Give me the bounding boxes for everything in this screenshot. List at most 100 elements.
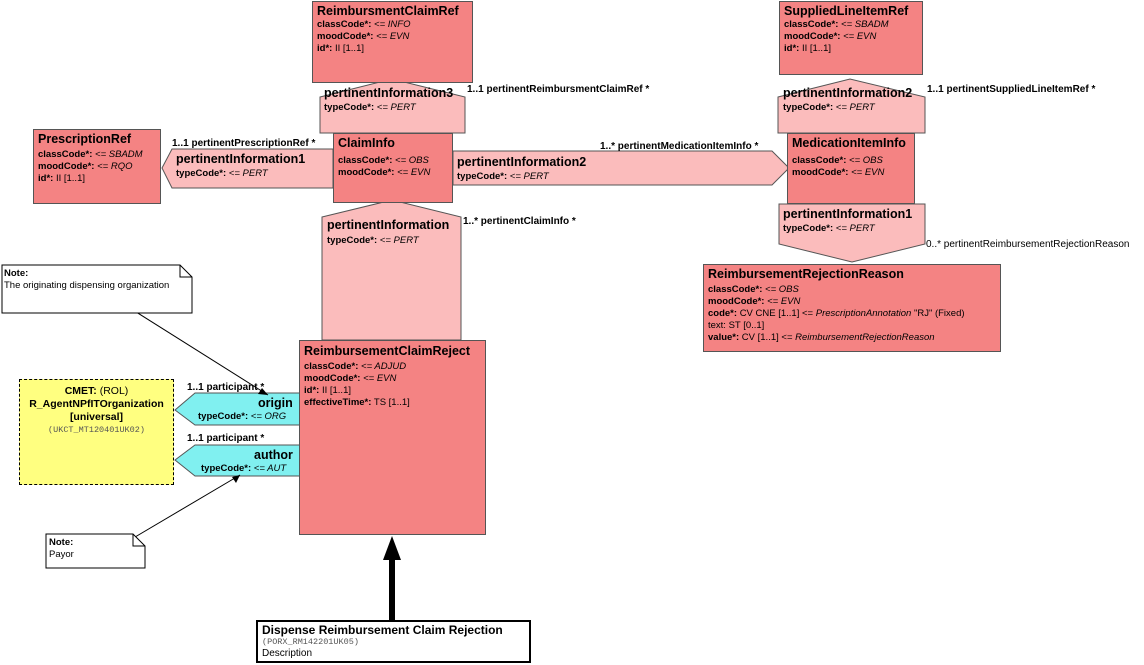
note-anchor-arrow-origin	[258, 388, 268, 395]
attr-value: <= INFO	[374, 19, 411, 30]
role-label-author-participant: 1..1 participant *	[187, 433, 265, 444]
entry-title: Dispense Reimbursement Claim Rejection	[262, 623, 503, 637]
note-anchor-line-origin	[124, 304, 269, 396]
attr-value: ST [0..1]	[728, 320, 765, 331]
attr-value-fixed: "RJ" (Fixed)	[913, 308, 965, 319]
attr-label: classCode*:	[304, 361, 359, 372]
attr-value: <= ADJUD	[361, 361, 407, 372]
participation-typecode-author: typeCode*: <= AUT	[201, 463, 286, 475]
assoc-title-pi2-supplied[interactable]: pertinentInformation2	[783, 86, 913, 100]
role-label-pertinent-supplied-line-item-ref: 1..1 pertinentSuppliedLineItemRef *	[927, 84, 1096, 95]
attr-value: CV [1..1] <=	[741, 332, 793, 343]
assoc-title-pi2-medication[interactable]: pertinentInformation2	[457, 155, 587, 169]
role-label-pertinent-medication-item-info: 1..* pertinentMedicationItemInfo *	[600, 141, 759, 152]
attr-label: classCode*:	[708, 284, 763, 295]
participation-title-author[interactable]: author	[254, 448, 293, 462]
role-label-origin-participant: 1..1 participant *	[187, 382, 265, 393]
attr-label: classCode*:	[784, 19, 839, 30]
attr-label: id*:	[38, 173, 54, 184]
attr-value: <= EVN	[397, 167, 431, 178]
class-claim-info[interactable]: ClaimInfo classCode*: <= OBS moodCode*: …	[333, 133, 453, 203]
cmet-r-agent-npfit-organization[interactable]: CMET: (ROL) R_AgentNPfITOrganization [un…	[19, 379, 174, 485]
assoc-title-pi-claim[interactable]: pertinentInformation	[327, 218, 450, 232]
class-title: ReimbursementRejectionReason	[708, 267, 904, 281]
cmet-id: (UKCT_MT120401UK02)	[48, 425, 145, 435]
attr-value: <= ORG	[250, 411, 287, 422]
assoc-title-pi1-rejection[interactable]: pertinentInformation1	[783, 207, 913, 221]
attr-value: <= SBADM	[841, 19, 889, 30]
class-prescription-ref[interactable]: PrescriptionRef classCode*: <= SBADM moo…	[33, 129, 161, 204]
attr-value: <= EVN	[767, 296, 801, 307]
attr-label: typeCode*:	[176, 168, 227, 179]
attr-label: typeCode*:	[198, 411, 249, 422]
role-label-pertinent-claim-info: 1..* pertinentClaimInfo *	[463, 216, 576, 227]
attr-value: <= SBADM	[95, 149, 143, 160]
entry-description: Description	[262, 648, 313, 659]
attr-value: <= EVN	[363, 373, 397, 384]
attr-value: <= RQO	[97, 161, 133, 172]
class-title: ClaimInfo	[338, 136, 395, 150]
attr-label: classCode*:	[317, 19, 372, 30]
assoc-typecode-pi1-rejection: typeCode*: <= PERT	[783, 223, 875, 235]
class-reimbursement-claim-reject[interactable]: ReimbursementClaimReject classCode*: <= …	[299, 340, 486, 535]
attr-label: typeCode*:	[783, 102, 834, 113]
note-payor: Note: Payor	[49, 537, 74, 561]
note-originating-organization: Note: The originating dispensing organiz…	[4, 268, 169, 292]
attr-label: id*:	[304, 385, 320, 396]
attr-label: classCode*:	[792, 155, 847, 166]
assoc-typecode-pi2-medication: typeCode*: <= PERT	[457, 171, 549, 183]
attr-value: <= PERT	[379, 235, 419, 246]
attr-label: typeCode*:	[324, 102, 375, 113]
assoc-title-pi1-prescription[interactable]: pertinentInformation1	[176, 152, 306, 166]
attr-value: <= PERT	[835, 223, 875, 234]
attr-label: effectiveTime*:	[304, 397, 372, 408]
assoc-title-pi3[interactable]: pertinentInformation3	[324, 86, 454, 100]
class-reimbursement-rejection-reason[interactable]: ReimbursementRejectionReason classCode*:…	[703, 264, 1001, 352]
attr-label: typeCode*:	[201, 463, 252, 474]
attr-value: II [1..1]	[334, 43, 364, 54]
class-title: SuppliedLineItemRef	[784, 4, 909, 18]
class-reimbursment-claim-ref[interactable]: ReimbursmentClaimRef classCode*: <= INFO…	[312, 1, 473, 83]
attr-label: typeCode*:	[327, 235, 378, 246]
entry-arrow-head	[383, 536, 401, 560]
attr-label: moodCode*:	[784, 31, 841, 42]
attr-label: moodCode*:	[304, 373, 361, 384]
role-label-pertinent-prescription-ref: 1..1 pertinentPrescriptionRef *	[172, 138, 316, 149]
assoc-typecode-pi2-supplied: typeCode*: <= PERT	[783, 102, 875, 114]
participation-typecode-origin: typeCode*: <= ORG	[198, 411, 286, 423]
entry-point-box[interactable]: Dispense Reimbursement Claim Rejection (…	[256, 620, 531, 663]
assoc-shape-pi2-supplied	[777, 78, 926, 134]
participation-title-origin[interactable]: origin	[258, 396, 293, 410]
class-title: PrescriptionRef	[38, 132, 132, 146]
assoc-typecode-pi1-prescription: typeCode*: <= PERT	[176, 168, 268, 180]
attr-label: moodCode*:	[338, 167, 395, 178]
cmet-name: R_AgentNPfITOrganization	[29, 398, 164, 410]
note-anchor-line-payor	[129, 474, 241, 541]
attr-label: moodCode*:	[708, 296, 765, 307]
note-shape-originating	[1, 264, 193, 314]
cmet-prefix: CMET:	[64, 385, 97, 397]
attr-value: <= OBS	[849, 155, 883, 166]
attr-value: <= AUT	[253, 463, 287, 474]
note-shape-payor	[45, 533, 146, 569]
assoc-shape-pi1-rejection	[778, 203, 926, 263]
note-title: Note:	[4, 268, 29, 279]
entry-id: (PORX_RM142201UK05)	[262, 637, 359, 647]
attr-label: typeCode*:	[457, 171, 508, 182]
attr-value: <= OBS	[395, 155, 429, 166]
attr-label: classCode*:	[38, 149, 93, 160]
class-medication-item-info[interactable]: MedicationItemInfo classCode*: <= OBS mo…	[787, 133, 915, 204]
attr-value-domain: ReimbursementRejectionReason	[795, 332, 935, 343]
attr-label: moodCode*:	[317, 31, 374, 42]
class-title: ReimbursementClaimReject	[304, 344, 471, 358]
attr-value: <= PERT	[376, 102, 416, 113]
attr-label: classCode*:	[338, 155, 393, 166]
note-anchor-arrow-payor	[232, 475, 240, 483]
attr-value: <= EVN	[376, 31, 410, 42]
attr-label: value*:	[708, 332, 740, 343]
note-text: Payor	[49, 549, 74, 560]
class-title: MedicationItemInfo	[792, 136, 906, 150]
class-supplied-line-item-ref[interactable]: SuppliedLineItemRef classCode*: <= SBADM…	[779, 1, 923, 75]
attr-value: <= PERT	[835, 102, 875, 113]
